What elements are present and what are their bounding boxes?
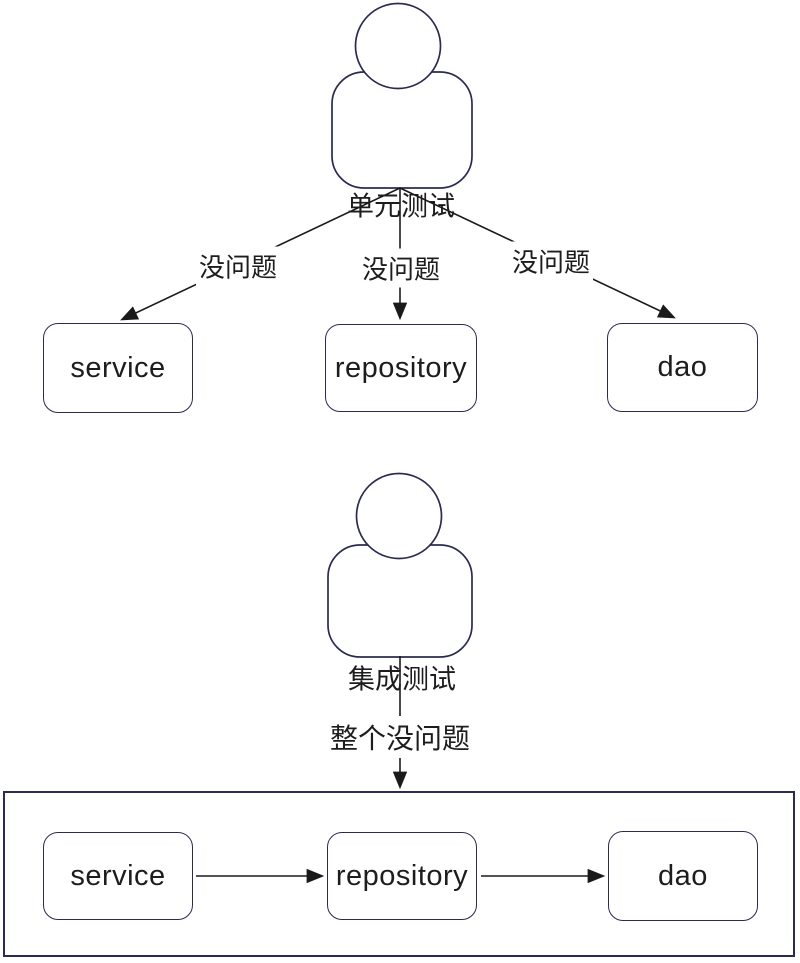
unit-edge-label-middle: 没问题 (358, 248, 444, 288)
unit-tester-person-icon (331, 2, 473, 189)
integration-node-dao: dao (608, 831, 758, 921)
unit-edge-label-right: 没问题 (508, 241, 594, 281)
integration-tester-person-icon (327, 472, 473, 658)
integration-node-repository: repository (327, 832, 477, 920)
integration-node-service: service (43, 832, 193, 920)
unit-test-actor-label: 单元测试 (347, 191, 455, 222)
unit-node-dao: dao (607, 323, 758, 412)
unit-node-repository: repository (325, 324, 477, 412)
integration-edge-label: 整个没问题 (326, 716, 474, 758)
integration-test-actor-label: 集成测试 (348, 664, 456, 695)
integration-container-box (3, 791, 795, 957)
unit-node-service: service (43, 323, 193, 413)
unit-edge-label-left: 没问题 (195, 246, 281, 286)
